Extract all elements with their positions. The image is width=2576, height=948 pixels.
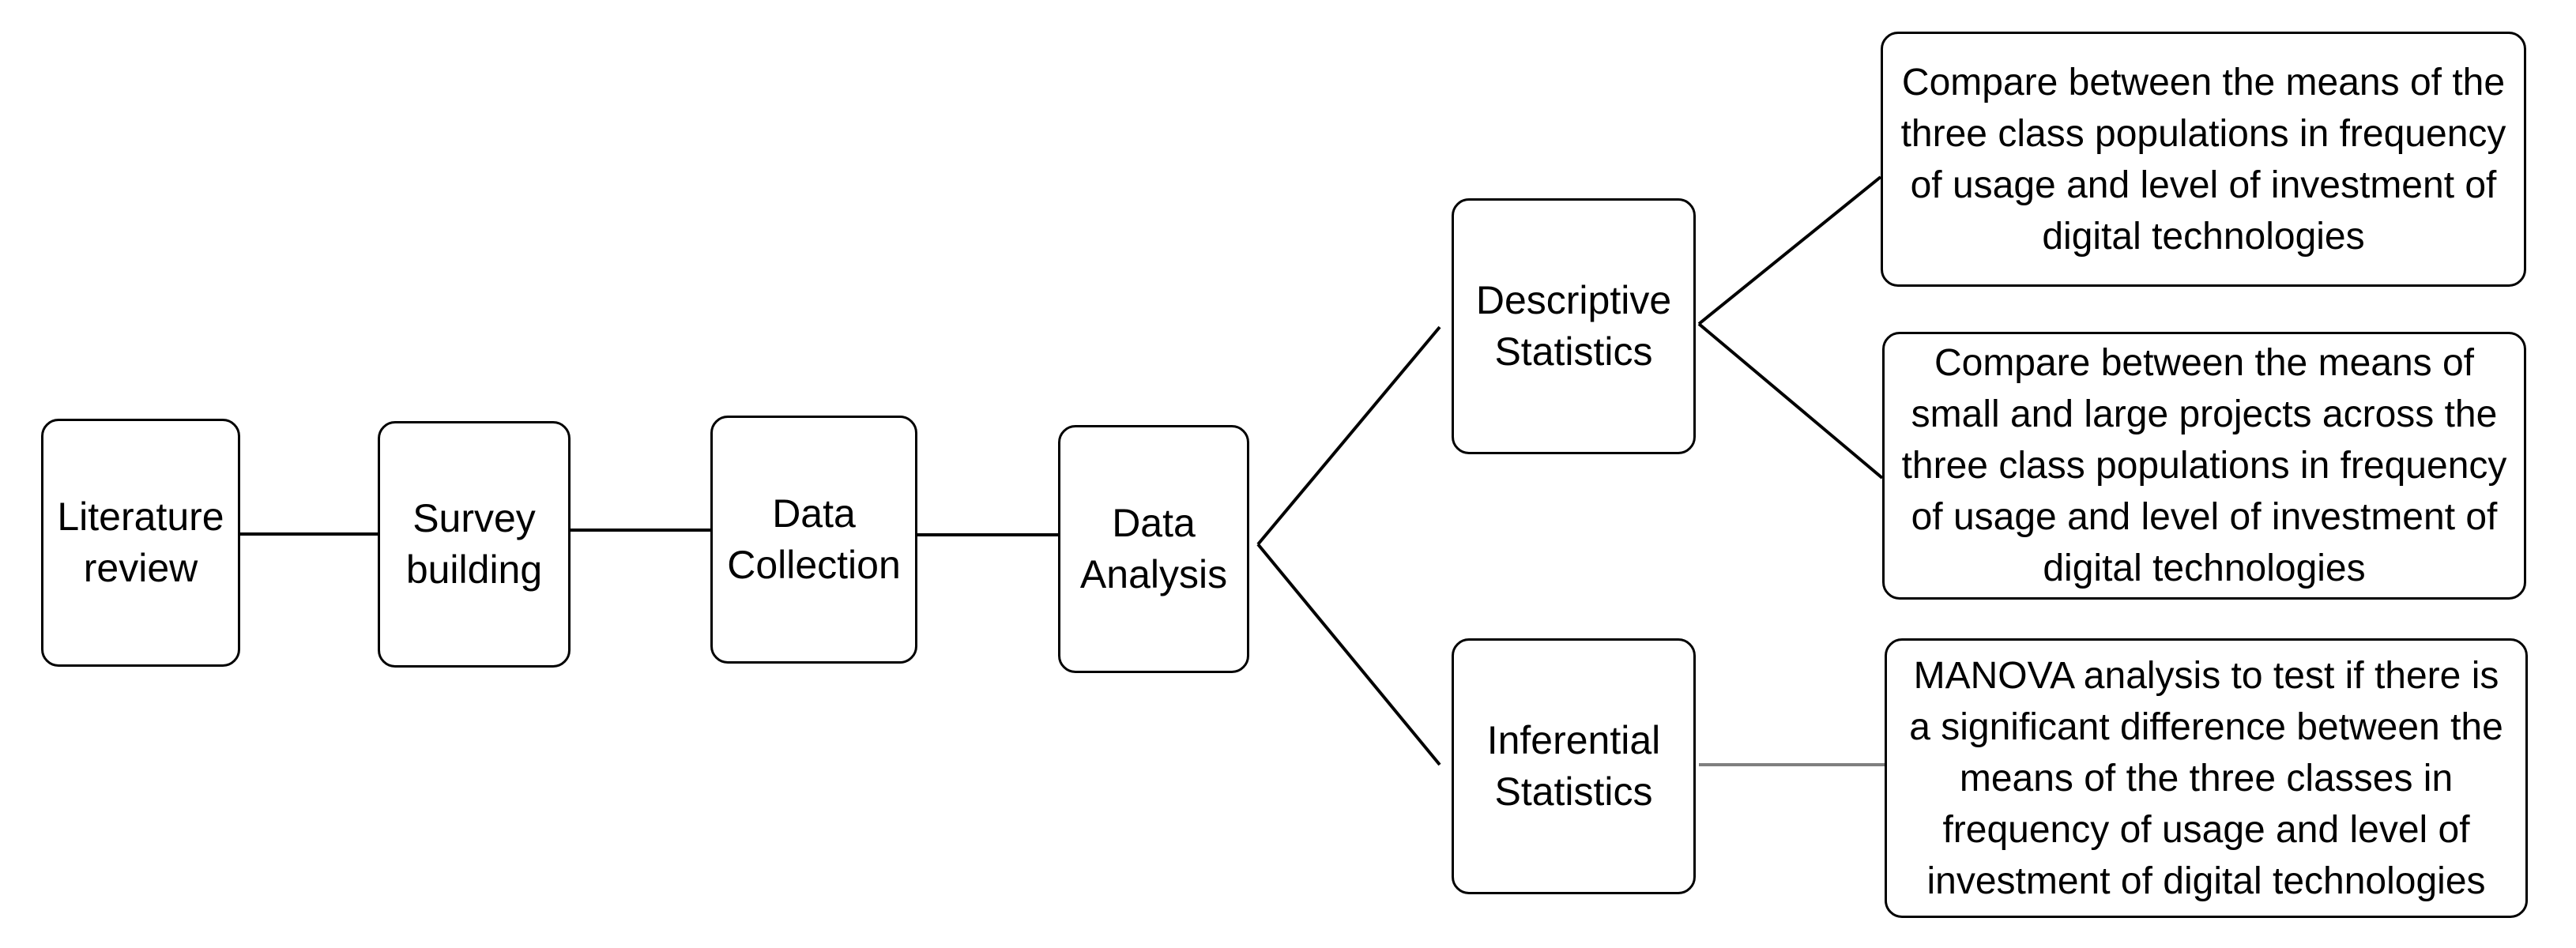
inferential-statistics-box: Inferential Statistics xyxy=(1452,638,1696,894)
descriptive-statistics-box: Descriptive Statistics xyxy=(1452,198,1696,454)
compare-project-size-means-label: Compare between the means of small and l… xyxy=(1901,342,2507,589)
manova-analysis-box: MANOVA analysis to test if there is a si… xyxy=(1885,638,2528,918)
literature-review-label: Literature review xyxy=(57,495,224,590)
data-collection-box: Data Collection xyxy=(710,416,917,664)
connector-analysis-to-descriptive xyxy=(1256,325,1441,546)
connector-analysis-to-inferential xyxy=(1256,543,1441,766)
inferential-statistics-label: Inferential Statistics xyxy=(1486,718,1661,814)
survey-building-label: Survey building xyxy=(405,496,543,592)
survey-building-box: Survey building xyxy=(378,421,571,668)
data-analysis-label: Data Analysis xyxy=(1079,501,1228,596)
compare-project-size-means-box: Compare between the means of small and l… xyxy=(1882,332,2526,600)
descriptive-statistics-label: Descriptive Statistics xyxy=(1475,278,1672,374)
connector-descriptive-to-class-means xyxy=(1697,175,1882,325)
compare-class-means-box: Compare between the means of the three c… xyxy=(1881,32,2526,287)
compare-class-means-label: Compare between the means of the three c… xyxy=(1900,61,2506,258)
manova-analysis-label: MANOVA analysis to test if there is a si… xyxy=(1909,654,2503,902)
literature-review-box: Literature review xyxy=(41,419,240,667)
connector-descriptive-to-project-size-means xyxy=(1697,322,1884,480)
data-collection-label: Data Collection xyxy=(727,491,901,587)
data-analysis-box: Data Analysis xyxy=(1058,425,1249,673)
